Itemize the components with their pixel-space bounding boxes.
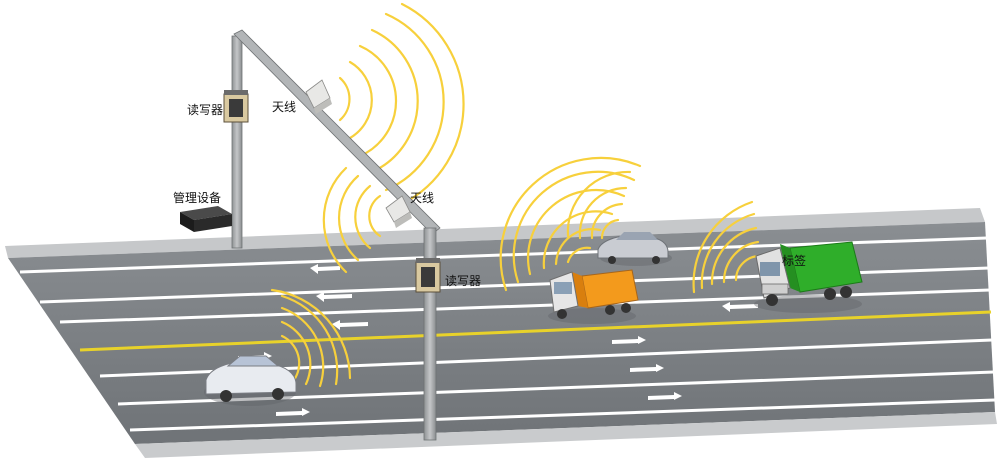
label-reader-bottom: 读写器 (445, 272, 481, 289)
orange-truck (548, 270, 638, 324)
label-tag: 标签 (782, 252, 806, 269)
label-antenna-top: 天线 (272, 98, 296, 115)
pole-top-vertical (232, 36, 242, 248)
reader-bottom-device (416, 258, 440, 292)
reader-top-device (224, 90, 248, 122)
label-reader-top: 读写器 (187, 101, 223, 118)
label-management-device: 管理设备 (173, 189, 221, 206)
management-device-box (180, 206, 232, 232)
label-antenna-bottom: 天线 (410, 189, 434, 206)
green-truck (754, 242, 862, 313)
signal-wave-top-antenna (340, 4, 464, 204)
